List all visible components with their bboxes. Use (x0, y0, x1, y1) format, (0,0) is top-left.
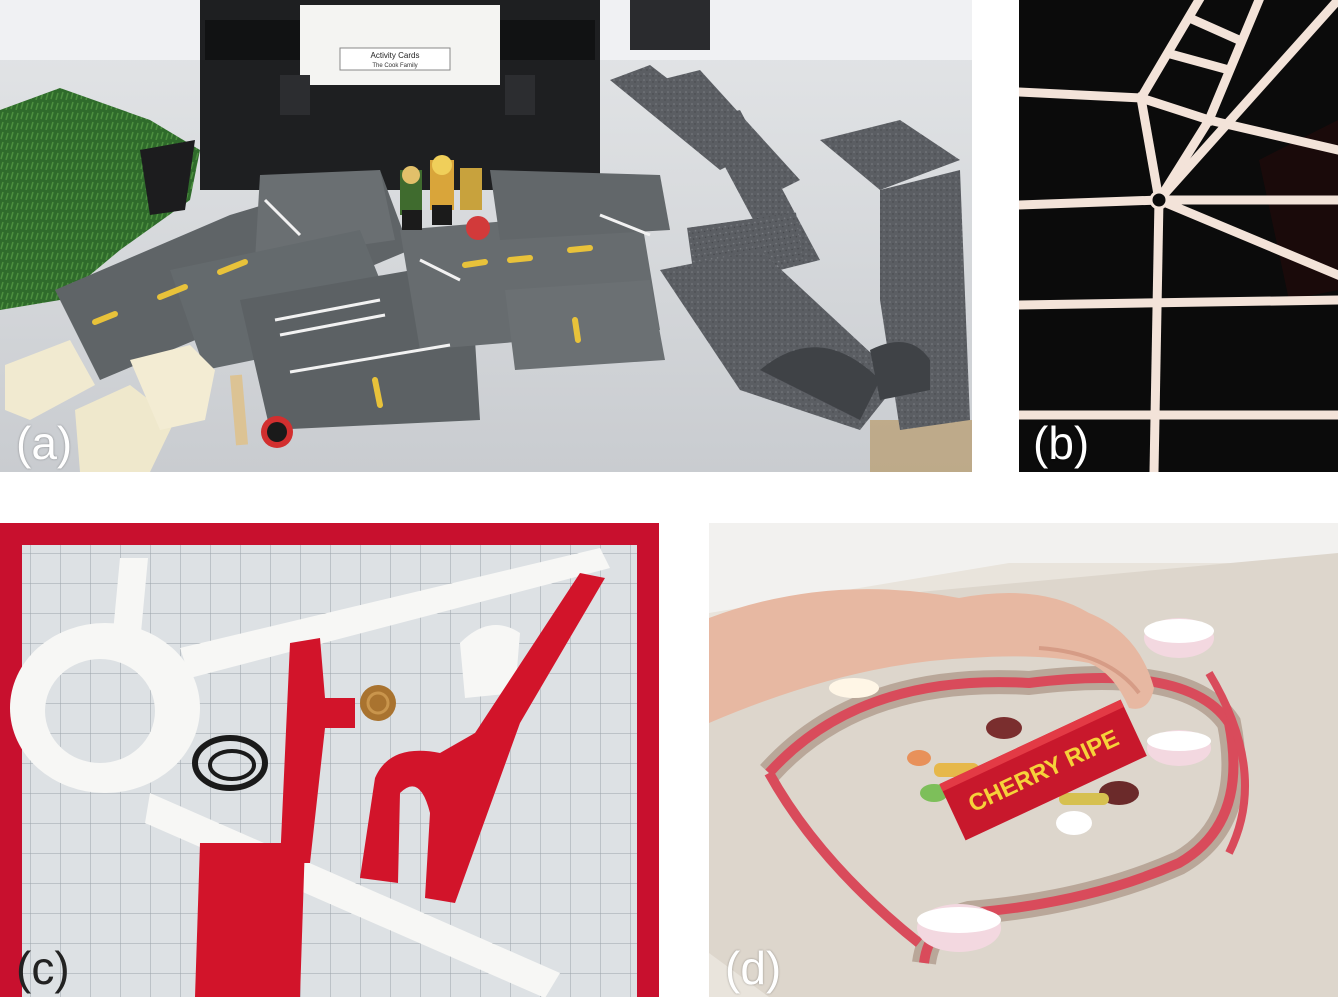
photo-panel-a: Activity Cards The Cook Family (0, 0, 972, 472)
storage-box: Activity Cards The Cook Family (200, 0, 710, 190)
box-card-title: Activity Cards (371, 51, 420, 60)
grass-mat (0, 88, 200, 310)
white-blocks (5, 340, 293, 472)
box-card-subtitle: The Cook Family (372, 63, 417, 69)
panel-label-a: (a) (16, 417, 73, 469)
photo-panel-c: (c) (0, 523, 659, 997)
white-paper-roads (10, 548, 610, 997)
brown-roundabout (360, 685, 396, 721)
black-ring (192, 735, 268, 791)
paper-cutout-photo (0, 523, 659, 997)
panel-label-c: (c) (16, 942, 70, 994)
lollies (907, 717, 1139, 805)
road-tiles (55, 170, 670, 430)
panel-label-b: (b) (1033, 417, 1090, 469)
photo-panel-d: CHERRY RIPE (d) (709, 523, 1338, 997)
foam-pieces (610, 65, 970, 430)
tape-map-photo (1019, 0, 1338, 472)
candy-map-photo: CHERRY RIPE (709, 523, 1338, 997)
tape-roads (1019, 0, 1338, 472)
marshmallows (829, 618, 1214, 952)
red-paper-roads (195, 573, 605, 997)
figurines (400, 155, 482, 230)
photo-panel-b: (b) (1019, 0, 1338, 472)
child-hand (709, 589, 1154, 723)
road-kit-photo: Activity Cards The Cook Family (0, 0, 972, 472)
panel-label-d: (d) (725, 942, 782, 994)
candy-roads (760, 666, 1249, 966)
